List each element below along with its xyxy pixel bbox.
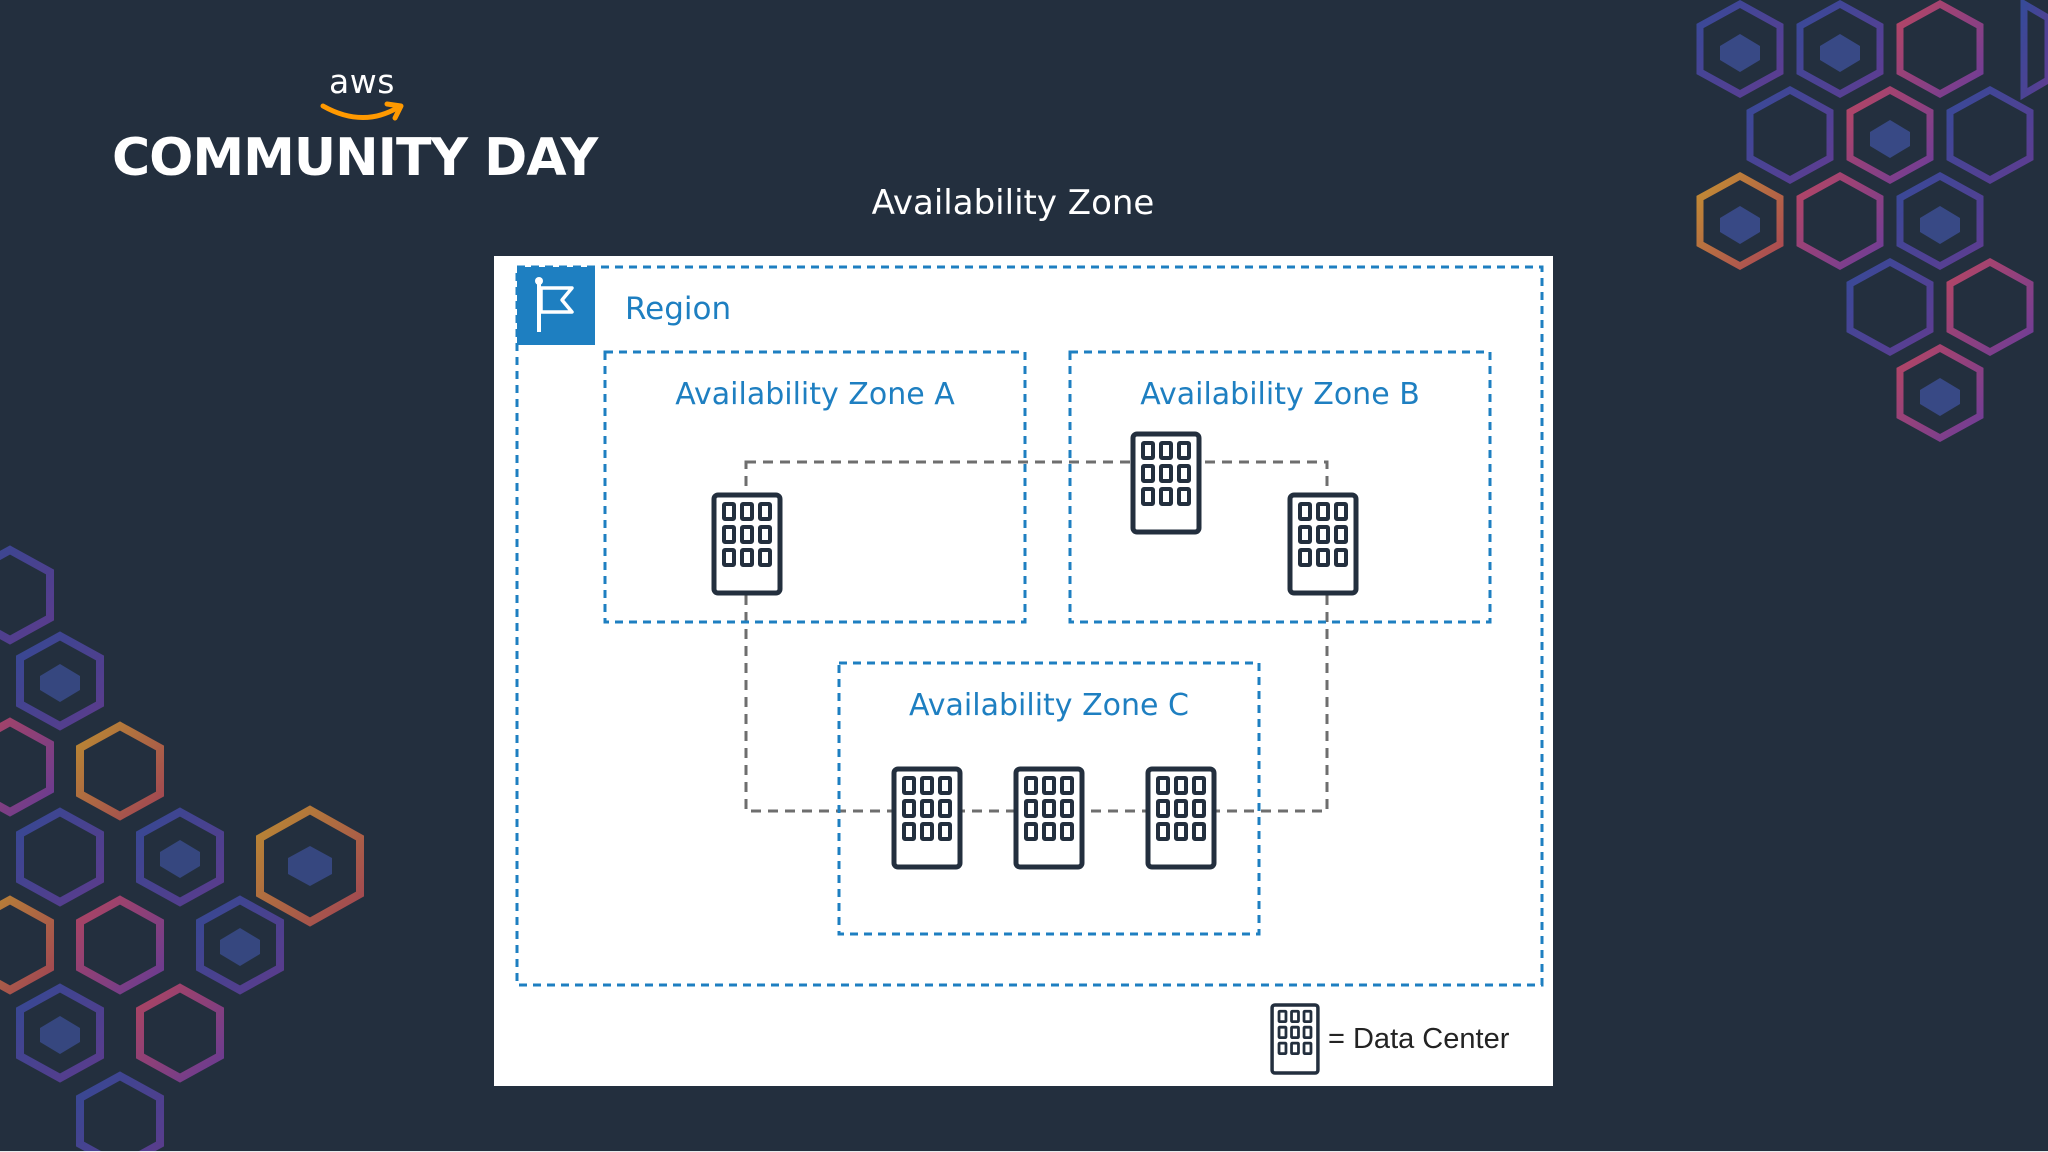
community-day-title: COMMUNITY DAY [112,128,598,188]
data-center-icon [1016,769,1082,867]
aws-wordmark: aws [329,62,395,101]
data-center-icon [1133,434,1199,532]
hex-pattern-top-right [1696,0,2048,442]
availability-zone-c-boundary [837,661,1261,936]
aws-community-day-logo: aws COMMUNITY DAY [112,62,598,202]
data-center-icon [1148,769,1214,867]
legend-text: = Data Center [1328,1023,1510,1055]
region-boundary [515,265,1544,987]
availability-zone-a-boundary [603,350,1027,624]
region-flag-icon [517,267,595,345]
availability-zone-c-label: Availability Zone C [909,688,1189,723]
aws-smile-icon [320,101,404,121]
availability-zone-b-label: Availability Zone B [1140,377,1420,412]
diagram-card: Region Availability Zone A Availability … [494,256,1553,1086]
region-label: Region [625,291,731,327]
data-center-icon [894,769,960,867]
availability-zone-b-boundary [1068,350,1492,624]
hex-pattern-bottom-left [0,545,364,1152]
data-center-icon [1290,495,1356,593]
legend-data-center-icon [1270,1003,1320,1075]
availability-zone-diagram: Region Availability Zone A Availability … [515,265,1544,1075]
connector-lines [744,460,1329,813]
legend: = Data Center [1270,1003,1510,1075]
availability-zone-a-label: Availability Zone A [675,377,955,412]
data-center-icon [714,495,780,593]
slide-title: Availability Zone [871,183,1155,223]
